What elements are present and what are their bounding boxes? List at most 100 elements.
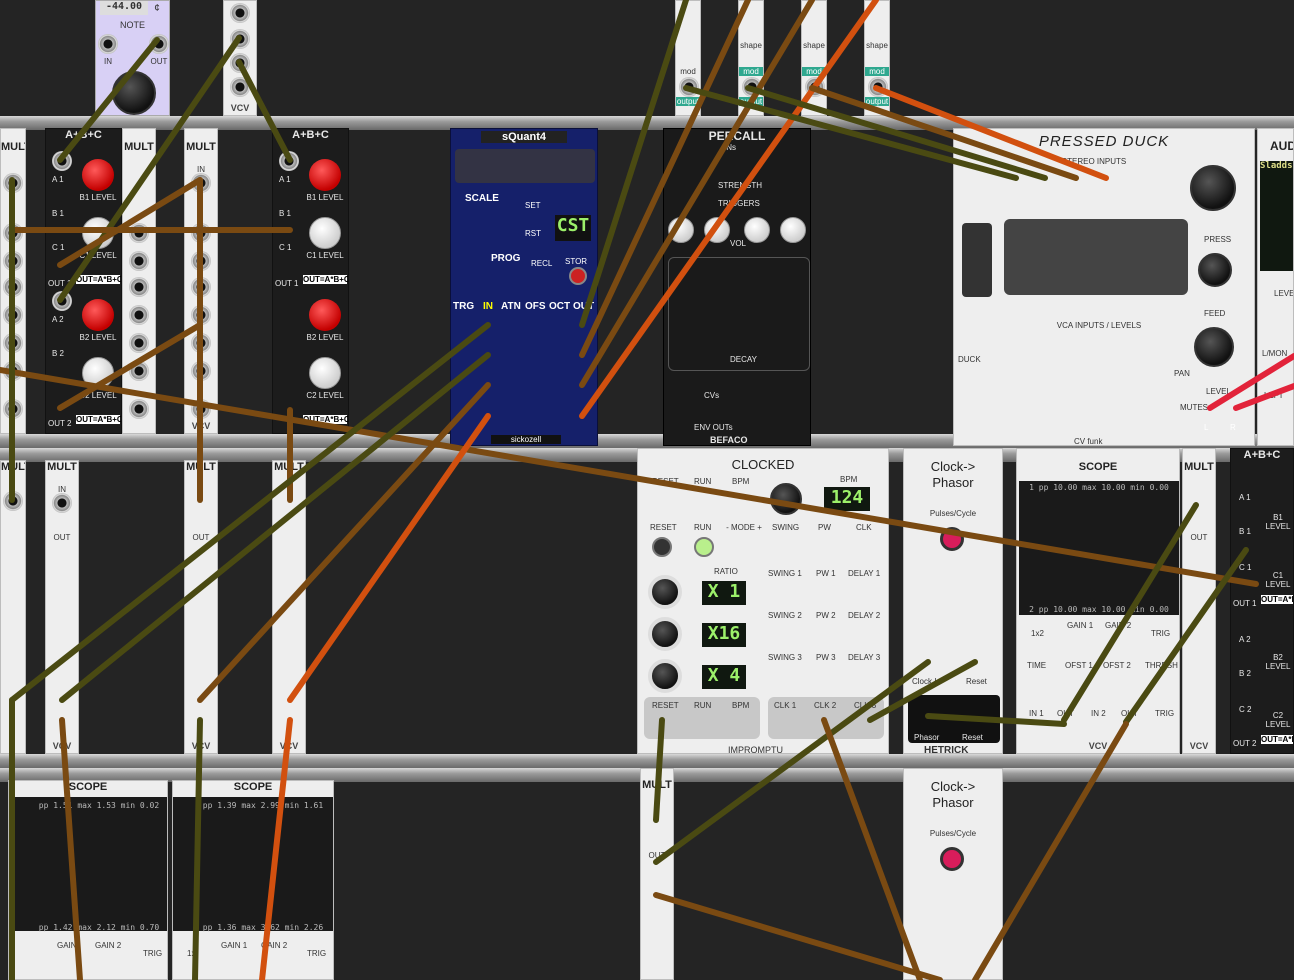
mult-out-jack[interactable]: [3, 333, 23, 353]
mult-out-jack[interactable]: [3, 277, 23, 297]
clocked-bpm-knob[interactable]: [770, 483, 802, 515]
squant-stor-button[interactable]: [569, 267, 587, 285]
percall-vol-knob[interactable]: [668, 217, 694, 243]
note-out-label: OUT: [150, 57, 168, 66]
percall-decay-label: DECAY: [730, 355, 757, 364]
lfo-out-jack[interactable]: [679, 77, 699, 97]
clocked-swing-label: SWING: [772, 523, 800, 532]
duck-feed-knob[interactable]: [1198, 253, 1232, 287]
abc-c1-level-knob[interactable]: [82, 217, 114, 249]
clocked-ratio2-knob[interactable]: [648, 617, 682, 651]
duck-level-knob[interactable]: [1194, 327, 1234, 367]
squant-ofs-label: OFS: [525, 301, 546, 312]
mult-out-jack[interactable]: [191, 223, 211, 243]
strip-jack[interactable]: [230, 29, 250, 49]
duck-level-faders[interactable]: [1004, 219, 1188, 295]
squant-recl-label: RECL: [531, 259, 553, 268]
squant-stor-label: STOR: [565, 257, 588, 266]
mod-label: mod: [739, 67, 763, 76]
abc-c1-level-knob[interactable]: [309, 217, 341, 249]
abc-a2-jack[interactable]: [52, 291, 72, 311]
squant-prog-label: PROG: [491, 253, 521, 264]
clocked-ratio-label: RATIO: [714, 567, 738, 576]
percall-vol-knob[interactable]: [704, 217, 730, 243]
mult-title: MULT: [642, 779, 672, 791]
note-in-label: IN: [104, 57, 112, 66]
mult-module: MULT IN VCV: [184, 128, 218, 434]
phasor-pulses-knob[interactable]: [940, 527, 964, 551]
mult-in-jack[interactable]: [52, 493, 72, 513]
scope-title: SCOPE: [1078, 461, 1118, 473]
abc-b1-level-knob[interactable]: [82, 159, 114, 191]
shape-label: shape: [803, 41, 825, 50]
strip-jack[interactable]: [230, 53, 250, 73]
squant-led-keyboard[interactable]: [455, 149, 595, 183]
mult-in-jack[interactable]: [3, 173, 23, 193]
mult-in-jack[interactable]: [3, 491, 23, 511]
mult-out-jack[interactable]: [3, 251, 23, 271]
squant-set-label: SET: [525, 201, 541, 210]
mult-out-jack[interactable]: [129, 277, 149, 297]
mult-out-jack[interactable]: [191, 251, 211, 271]
mult-out-jack[interactable]: [3, 361, 23, 381]
mult-out-jack[interactable]: [191, 277, 211, 297]
strip-jack[interactable]: [230, 77, 250, 97]
abc-c1-level-label: C1 LEVEL: [306, 251, 344, 260]
mult-out-jack[interactable]: [191, 361, 211, 381]
mult-out-jack[interactable]: [129, 251, 149, 271]
clocked-bpm-display-label: BPM: [840, 475, 858, 484]
audio-device[interactable]: Sladds: [1260, 161, 1293, 271]
clocked-bpm-in-label: BPM: [732, 701, 750, 710]
mult-out-jack[interactable]: [129, 223, 149, 243]
duck-press-knob[interactable]: [1190, 165, 1236, 211]
mult-in-jack[interactable]: [191, 173, 211, 193]
note-knob[interactable]: [112, 71, 156, 115]
clocked-ratio3-knob[interactable]: [648, 659, 682, 693]
mult-out-jack[interactable]: [191, 333, 211, 353]
abc-b2-label: B 2: [52, 349, 65, 358]
note-in-jack[interactable]: [98, 34, 118, 54]
clocked-ratio1-knob[interactable]: [648, 575, 682, 609]
audio-lmon-label: L/MON: [1262, 349, 1288, 358]
abc-b2-level-label: B2 LEVEL: [306, 333, 344, 342]
mult-out-jack[interactable]: [191, 305, 211, 325]
percall-triggers-label: TRIGGERS: [718, 199, 760, 208]
mult-out-jack[interactable]: [129, 305, 149, 325]
output-label: output: [739, 97, 763, 106]
squant-atn-label: ATN: [501, 301, 521, 312]
note-value[interactable]: -44.00: [100, 1, 148, 15]
mult-out-jack[interactable]: [3, 223, 23, 243]
audio-level-label: LEVEL: [1274, 289, 1294, 298]
strip-jack[interactable]: [230, 3, 250, 23]
scope-trig-label: TRIG: [1151, 629, 1171, 638]
clocked-run-button[interactable]: [694, 537, 714, 557]
duck-fader[interactable]: [962, 223, 992, 297]
percall-vol-knob[interactable]: [744, 217, 770, 243]
percall-vol-knob[interactable]: [780, 217, 806, 243]
abc-b1-level-knob[interactable]: [309, 159, 341, 191]
lfo-out-jack[interactable]: [868, 77, 888, 97]
scope-ofst1-label: OFST 1: [1065, 661, 1093, 670]
abc-b2-level-knob[interactable]: [309, 299, 341, 331]
mult-out-jack[interactable]: [129, 399, 149, 419]
mult-out-jack[interactable]: [3, 399, 23, 419]
lfo-out-jack[interactable]: [805, 77, 825, 97]
phasor-pulses-knob[interactable]: [940, 847, 964, 871]
clock-phasor-module: Clock-> Phasor Pulses/Cycle Clock In Res…: [903, 448, 1003, 754]
note-out-jack[interactable]: [149, 34, 169, 54]
abc-a1-jack[interactable]: [52, 151, 72, 171]
mult-out-jack[interactable]: [129, 333, 149, 353]
mult-title: MULT: [1184, 461, 1214, 473]
abc-c2-level-knob[interactable]: [82, 357, 114, 389]
mult-out-jack[interactable]: [191, 399, 211, 419]
mult-out-jack[interactable]: [129, 361, 149, 381]
clocked-bpm-label: BPM: [732, 477, 750, 486]
abc-c2-level-knob[interactable]: [309, 357, 341, 389]
clocked-reset-button[interactable]: [652, 537, 672, 557]
percall-decay-section: [668, 257, 810, 371]
abc-out1-badge: OUT=A*B+C: [76, 275, 122, 284]
abc-a1-jack[interactable]: [279, 151, 299, 171]
lfo-out-jack[interactable]: [742, 77, 762, 97]
abc-b2-level-knob[interactable]: [82, 299, 114, 331]
mult-out-jack[interactable]: [3, 305, 23, 325]
